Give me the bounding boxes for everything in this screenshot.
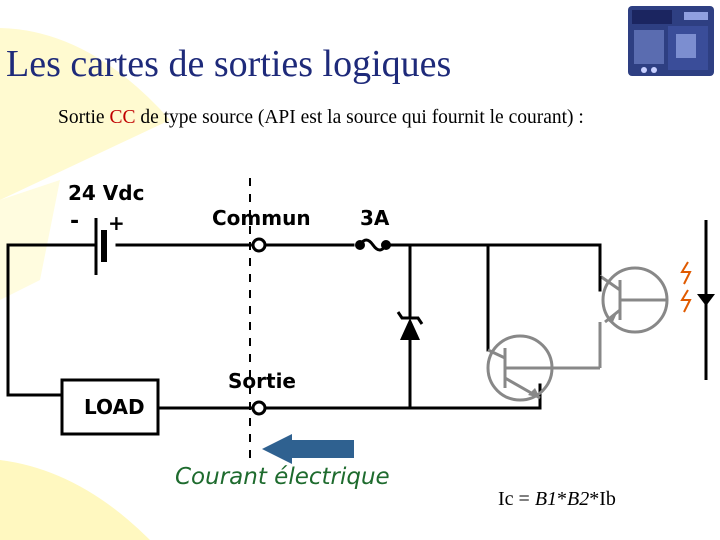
current-arrow-icon	[262, 434, 354, 464]
formula-b1: B1	[534, 488, 558, 510]
plc-device-image	[628, 6, 714, 76]
led-triangle	[697, 294, 715, 306]
transistor-2-arrow	[528, 388, 540, 398]
gain-formula: Ic = B1*B2*Ib	[498, 488, 616, 511]
common-terminal	[251, 237, 267, 253]
circuit-diagram: - + 24 Vdc Commun 3A Sortie LOAD	[6, 178, 715, 464]
light-arrows-icon	[680, 261, 692, 313]
fuse-icon	[355, 238, 391, 252]
subtitle-highlight: CC	[109, 107, 136, 128]
battery-minus: -	[70, 209, 79, 234]
output-label: Sortie	[228, 369, 296, 393]
subtitle-prefix: Sortie	[58, 107, 110, 128]
subtitle-suffix: de type source (API est la source qui fo…	[135, 107, 584, 128]
subtitle: Sortie CC de type source (API est la sou…	[58, 104, 658, 132]
formula-b2: B2	[567, 488, 590, 510]
battery-icon: - +	[70, 209, 125, 275]
current-label: Courant électrique	[175, 464, 390, 490]
output-terminal	[251, 400, 267, 416]
supply-label: 24 Vdc	[68, 181, 144, 205]
load-label: LOAD	[84, 395, 145, 419]
load-box	[60, 378, 160, 436]
transistor-1-icon	[599, 266, 669, 334]
formula-times: *	[557, 488, 568, 510]
zener-diode-icon	[396, 300, 424, 340]
battery-plus: +	[108, 211, 125, 235]
formula-left: Ic =	[498, 488, 535, 510]
transistor-2-icon	[486, 334, 560, 402]
page-title: Les cartes de sorties logiques	[6, 43, 452, 85]
wire-left	[6, 243, 62, 397]
formula-right: *Ib	[589, 488, 616, 510]
common-label: Commun	[212, 206, 311, 230]
fuse-label: 3A	[360, 206, 390, 230]
transistor-1-arrow	[607, 313, 617, 324]
